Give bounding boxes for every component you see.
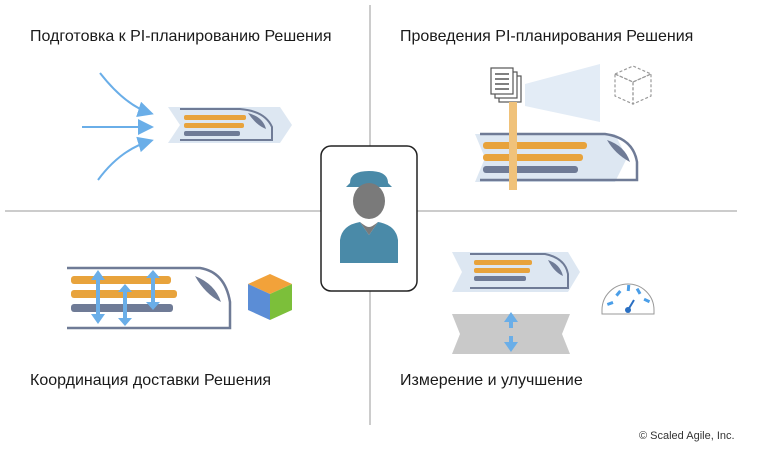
synchronized-train-cube-icon (67, 266, 292, 330)
title-conduct-pi-planning: Проведения PI-планирования Решения (400, 28, 694, 45)
title-measure-improve: Измерение и улучшение (400, 372, 583, 389)
conductor-icon (320, 145, 418, 292)
title-coordinate-delivery: Координация доставки Решения (30, 372, 272, 389)
documents-projector-train-icon (475, 64, 653, 190)
incoming-arrows-train-icon (82, 72, 292, 181)
train-gauge-icon (452, 252, 655, 354)
copyright-text: © Scaled Agile, Inc. (639, 430, 735, 442)
title-prepare-pi-planning: Подготовка к PI-планированию Решения (30, 28, 332, 45)
